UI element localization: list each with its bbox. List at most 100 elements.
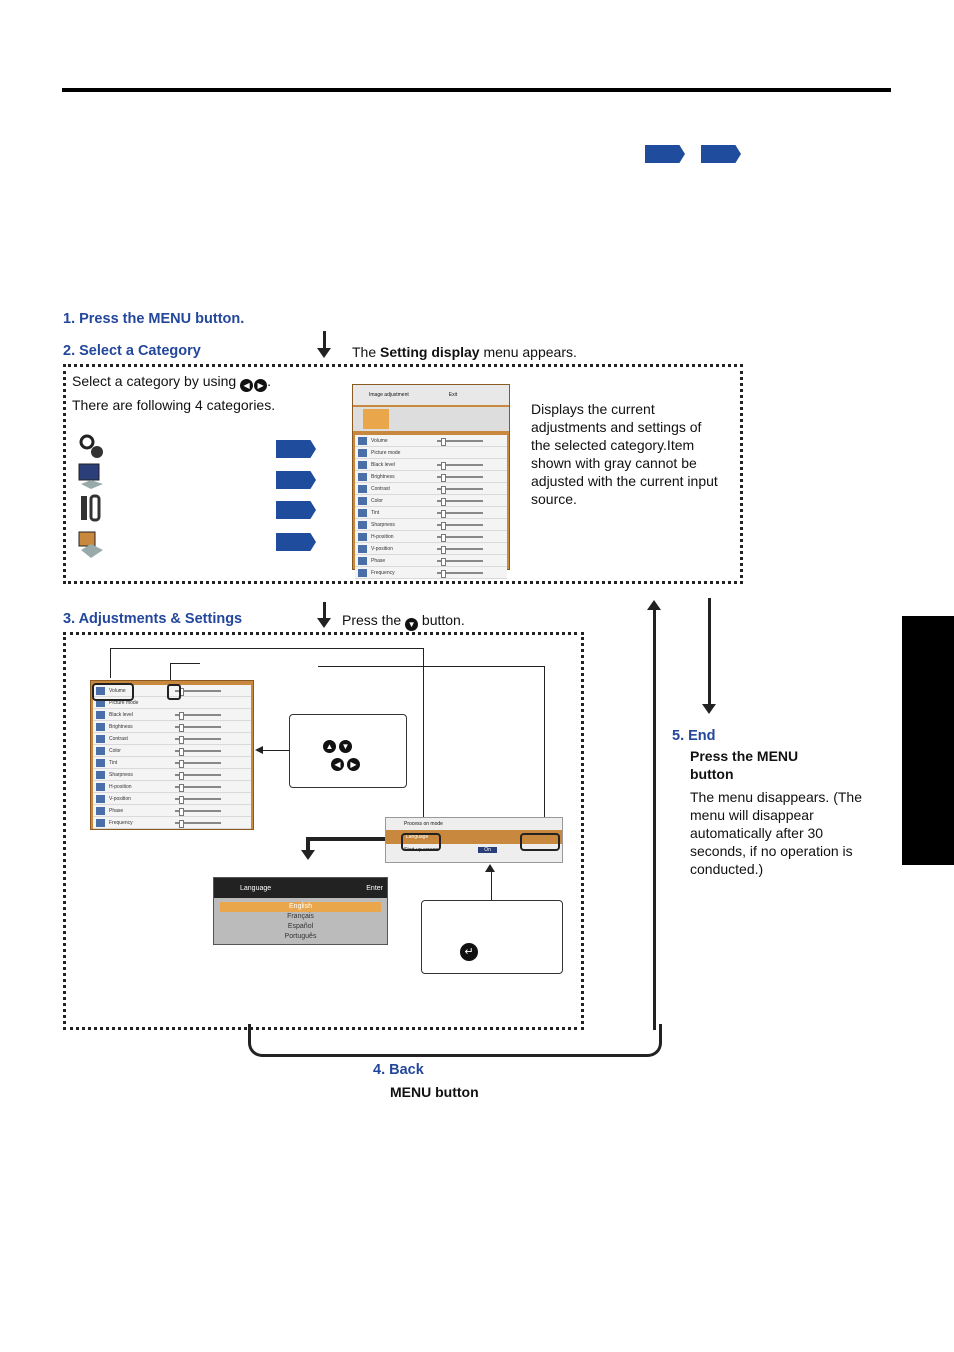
- osd-row-label: Volume: [109, 687, 126, 694]
- connector-line: [170, 663, 171, 681]
- osd-row: Tint: [93, 757, 251, 769]
- osd-row: Brightness: [355, 471, 507, 483]
- arrow-down-line: [323, 602, 326, 620]
- arrow-down-icon: [702, 704, 716, 714]
- osd-slider: [437, 509, 483, 518]
- osd-row-icon: [96, 686, 105, 695]
- osd-row: Color: [93, 745, 251, 757]
- connector-line: [110, 648, 235, 649]
- osd-slider: [437, 485, 483, 494]
- osd-row: Black level: [93, 709, 251, 721]
- highlight-language: [401, 833, 441, 851]
- language-option: Português: [284, 933, 317, 940]
- osd-row-icon: [96, 818, 105, 827]
- left-button-icon: ◀: [240, 379, 254, 392]
- connector-line: [491, 872, 492, 900]
- step2-panel: [63, 364, 743, 584]
- osd-row-icon: [96, 734, 105, 743]
- osd-row-label: Black level: [371, 461, 395, 468]
- arrow-down-line: [708, 598, 711, 706]
- arrow-left-icon: [255, 746, 263, 754]
- page-ref-flag: [276, 471, 316, 489]
- osd-slider: [175, 807, 221, 816]
- language-option: English: [220, 902, 381, 912]
- osd-slider: [175, 723, 221, 732]
- step5-press-menu: Press the MENU: [690, 748, 799, 764]
- arrow-up-icon: [485, 864, 495, 872]
- osd-row-label: Phase: [371, 557, 386, 564]
- osd-row-label: Contrast: [109, 735, 128, 742]
- osd-row-icon: [358, 532, 367, 541]
- osd-row-label: Color: [109, 747, 121, 754]
- osd-slider: [437, 545, 483, 554]
- arrow-down-icon: [317, 618, 331, 628]
- connector-line: [110, 648, 111, 678]
- osd-row-icon: [96, 758, 105, 767]
- osd-row: V-position: [355, 543, 507, 555]
- osd-row-label: Brightness: [109, 723, 133, 730]
- osd-row-icon: [96, 770, 105, 779]
- osd-row-icon: [96, 806, 105, 815]
- osd-row: Picture mode: [355, 447, 507, 459]
- step4-heading: 4. Back: [373, 1062, 424, 1078]
- page-ref-flag: [276, 440, 316, 458]
- back-loop-line: [248, 1024, 662, 1057]
- osd-row-icon: [96, 782, 105, 791]
- osd-slider: [437, 437, 483, 446]
- highlight-enter: [520, 833, 560, 851]
- back-loop-line: [653, 610, 656, 1030]
- osd-category-bar: [353, 407, 509, 431]
- left-button-icon: ◀: [331, 758, 344, 771]
- step4-menu-button: MENU button: [390, 1084, 479, 1100]
- down-button-icon: ▼: [405, 618, 419, 631]
- osd-row: Contrast: [355, 483, 507, 495]
- page-ref-flag: [276, 501, 316, 519]
- osd-row: Phase: [355, 555, 507, 567]
- osd-title: Image adjustment: [369, 392, 409, 398]
- arrow-down-icon: [301, 850, 315, 860]
- menu-appears-text: The Setting display menu appears.: [352, 344, 577, 360]
- osd-row: H-position: [355, 531, 507, 543]
- osd-row: Frequency: [93, 817, 251, 829]
- osd-row: Frequency: [355, 567, 507, 579]
- step2-heading: 2. Select a Category: [63, 343, 201, 359]
- press-down-text: Press the ▼ button.: [342, 612, 465, 631]
- osd-row-label: Frequency: [109, 819, 133, 826]
- header-rule: [62, 88, 891, 92]
- osd-slider: [175, 711, 221, 720]
- osd-row-icon: [358, 508, 367, 517]
- osd-row: Sharpness: [93, 769, 251, 781]
- osd-row-icon: [96, 698, 105, 707]
- osd-row-label: Frequency: [371, 569, 395, 576]
- osd-row-label: Tint: [371, 509, 380, 516]
- osd-row-label: Sharpness: [371, 521, 395, 528]
- down-button-icon: ▼: [339, 740, 352, 753]
- step5-description: The menu disappears. (The menu will disa…: [690, 789, 862, 877]
- osd-row-label: Picture mode: [371, 449, 401, 456]
- osd-row-label: Contrast: [371, 485, 390, 492]
- osd-row: Brightness: [93, 721, 251, 733]
- osd-slider: [175, 819, 221, 828]
- osd-row-label: Color: [371, 497, 383, 504]
- step3-panel: [63, 632, 584, 1030]
- osd-row: Contrast: [93, 733, 251, 745]
- osd-slider: [437, 521, 483, 530]
- osd-row-icon: [358, 520, 367, 529]
- display-description: Displays the current adjustments and set…: [531, 401, 718, 507]
- setting-display-icon: [77, 530, 105, 560]
- osd-slider: [175, 687, 221, 696]
- osd-row-icon: [358, 556, 367, 565]
- osd-selected-category: [363, 409, 389, 429]
- select-category-text: Select a category by using ◀▶.: [72, 373, 271, 392]
- osd-slider: [437, 569, 483, 578]
- osd-row-label: Tint: [109, 759, 118, 766]
- osd-row: Phase: [93, 805, 251, 817]
- osd-row: Color: [355, 495, 507, 507]
- arrow-down-line: [323, 331, 326, 349]
- osd-row: Sharpness: [355, 519, 507, 531]
- language-enter: Enter: [366, 884, 383, 892]
- osd-slider: [437, 461, 483, 470]
